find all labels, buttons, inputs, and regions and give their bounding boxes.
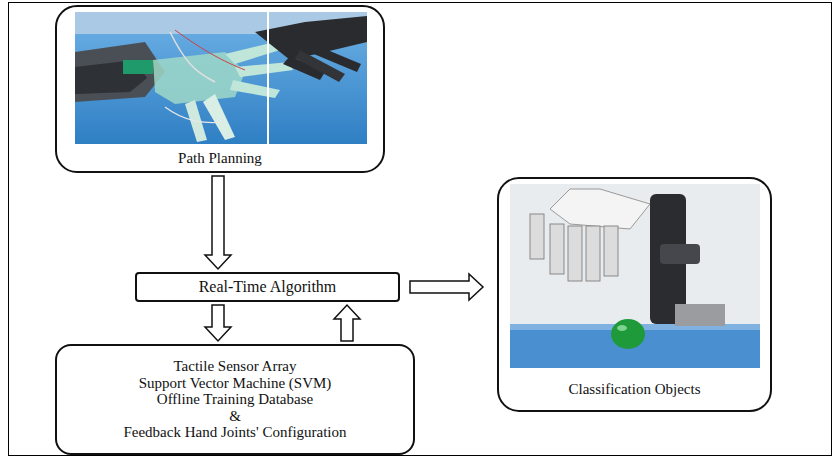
node-label: Feedback Hand Joints' Configuration xyxy=(123,424,346,441)
node-label: Real-Time Algorithm xyxy=(199,277,337,296)
node-label: Support Vector Machine (SVM) xyxy=(139,375,332,392)
path-planning-box: Path Planning xyxy=(55,5,385,173)
block-arrow xyxy=(334,305,360,341)
robot-hand-photo xyxy=(75,12,367,144)
node-label: Classification Objects xyxy=(565,380,703,398)
node-label: Path Planning xyxy=(175,149,265,167)
node-label: & xyxy=(229,408,241,425)
classification-photo xyxy=(510,184,760,368)
training-box: Tactile Sensor ArraySupport Vector Machi… xyxy=(55,344,415,455)
block-arrow xyxy=(205,305,231,341)
block-arrow xyxy=(205,176,231,269)
block-arrow xyxy=(410,274,483,300)
node-label: Offline Training Database xyxy=(157,391,313,408)
classification-box: Classification Objects xyxy=(497,177,772,412)
algorithm-box: Real-Time Algorithm xyxy=(135,272,400,302)
node-label: Tactile Sensor Array xyxy=(173,358,296,375)
